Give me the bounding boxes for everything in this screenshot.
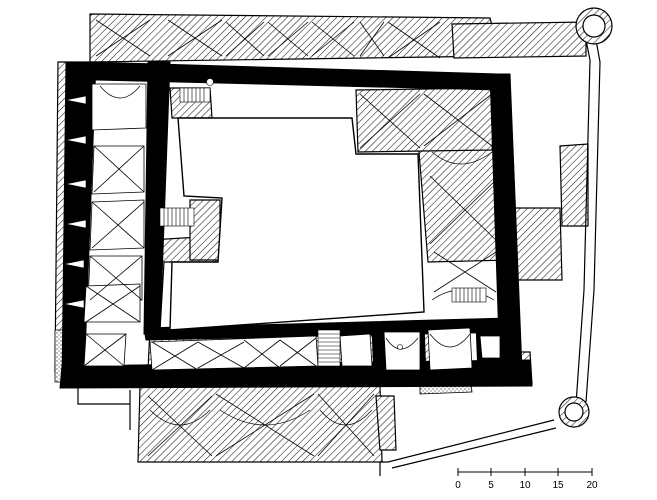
round-towers xyxy=(558,7,613,428)
scale-bar: 0 5 10 15 20 xyxy=(455,468,598,491)
scale-tick-label: 15 xyxy=(552,480,564,491)
scale-tick-label: 5 xyxy=(488,480,494,491)
window-embrasures xyxy=(63,78,403,350)
scale-tick-label: 10 xyxy=(519,480,531,491)
staircases xyxy=(159,87,487,367)
scale-tick-label: 20 xyxy=(586,480,598,491)
scale-tick-label: 0 xyxy=(455,480,461,491)
thick-walls-solid xyxy=(59,61,533,389)
courtyard xyxy=(169,117,425,331)
